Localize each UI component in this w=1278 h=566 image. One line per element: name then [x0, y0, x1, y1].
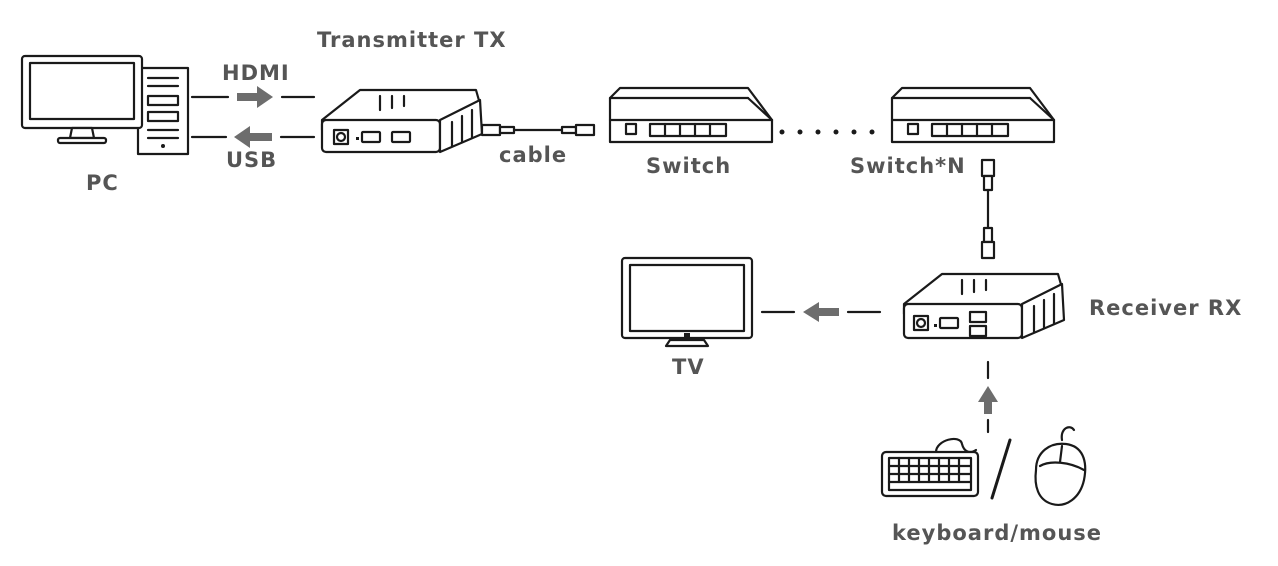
keyboard-icon — [880, 437, 980, 498]
switch-n-label: Switch*N — [850, 154, 966, 178]
slash-divider — [990, 438, 1012, 500]
usb-connection-arrow — [190, 126, 316, 148]
video-out-arrow — [760, 302, 882, 322]
mouse-icon — [1034, 426, 1087, 506]
receiver-label: Receiver RX — [1089, 296, 1243, 320]
vertical-cable-icon — [980, 158, 996, 260]
pc-label: PC — [86, 171, 119, 195]
switch-chain-dots — [779, 129, 875, 135]
usb-label: USB — [226, 148, 278, 172]
usb-input-arrow — [978, 360, 998, 434]
transmitter-icon — [320, 88, 484, 154]
keyboard-mouse-label: keyboard/mouse — [892, 521, 1103, 545]
receiver-icon — [902, 272, 1066, 340]
hdmi-label: HDMI — [222, 61, 290, 85]
tv-label: TV — [672, 355, 705, 379]
tv-icon — [620, 256, 754, 348]
cable-icon — [480, 123, 596, 137]
switch-icon — [608, 86, 774, 144]
transmitter-label: Transmitter TX — [317, 28, 507, 52]
cable-label: cable — [499, 143, 568, 167]
pc-icon — [20, 54, 190, 156]
switch-label: Switch — [646, 154, 732, 178]
hdmi-connection-arrow — [190, 86, 316, 108]
switch-n-icon — [890, 86, 1056, 144]
